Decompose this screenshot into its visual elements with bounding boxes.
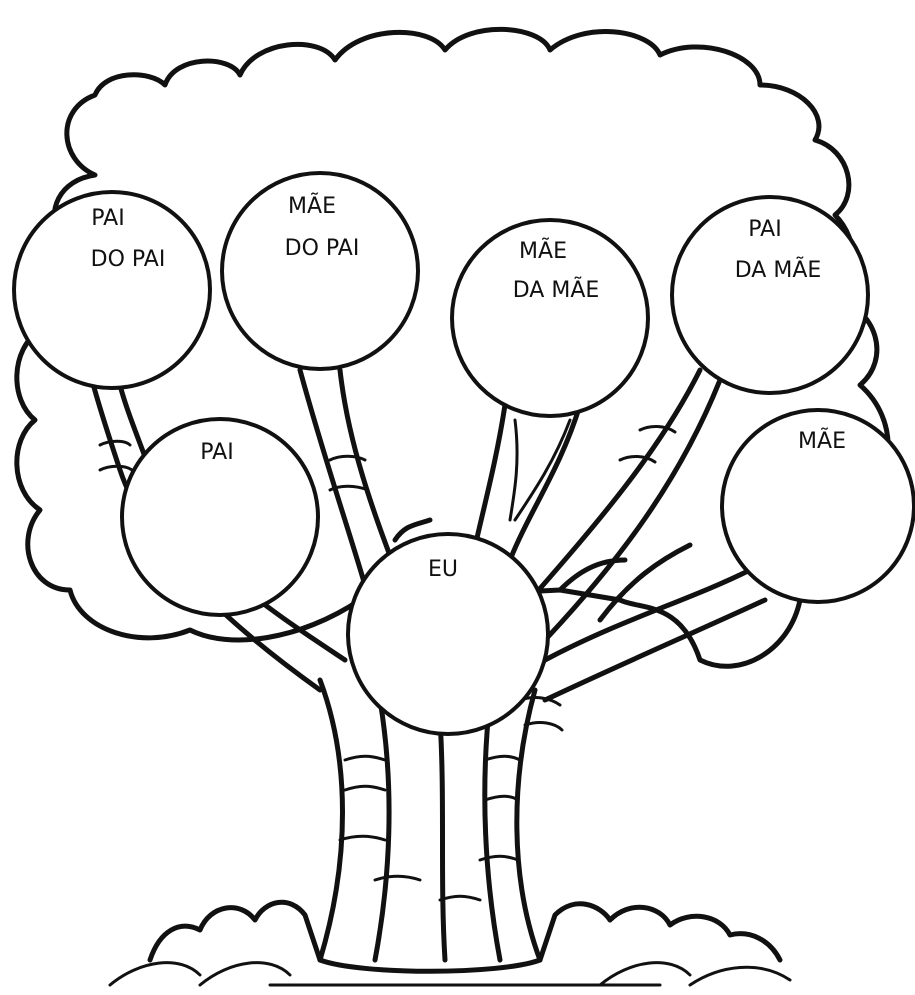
tree-branches: [89, 367, 768, 732]
node-circle: [220, 171, 420, 371]
node-mae-da-mae: MÃE DA MÃE: [450, 218, 650, 418]
node-circle: [720, 408, 915, 604]
node-pai: PAI: [120, 417, 320, 617]
node-mae: MÃE: [720, 408, 915, 604]
node-label-line-1: PAI: [748, 217, 781, 242]
node-label-line-2: DA MÃE: [735, 256, 822, 283]
ground-grass: [108, 899, 792, 987]
node-mae-do-pai: MÃE DO PAI: [220, 171, 420, 371]
node-circle: [120, 417, 320, 617]
node-label-line-2: DO PAI: [91, 247, 166, 272]
node-circle: [346, 532, 550, 736]
node-pai-da-mae: PAI DA MÃE: [670, 195, 870, 395]
node-label-line-1: MÃE: [288, 192, 336, 219]
node-circle: [12, 190, 212, 390]
node-label-line-2: DO PAI: [285, 236, 360, 261]
node-label-line-2: DA MÃE: [513, 276, 600, 303]
node-eu: EU: [346, 532, 550, 736]
node-circle: [450, 218, 650, 418]
node-label-line-1: MÃE: [798, 427, 846, 454]
node-label-line-1: PAI: [91, 206, 124, 231]
node-label-line-1: EU: [428, 557, 458, 582]
node-pai-do-pai: PAI DO PAI: [12, 190, 212, 390]
node-circle: [670, 195, 870, 395]
node-label-line-1: PAI: [200, 440, 233, 465]
node-label-line-1: MÃE: [519, 237, 567, 264]
